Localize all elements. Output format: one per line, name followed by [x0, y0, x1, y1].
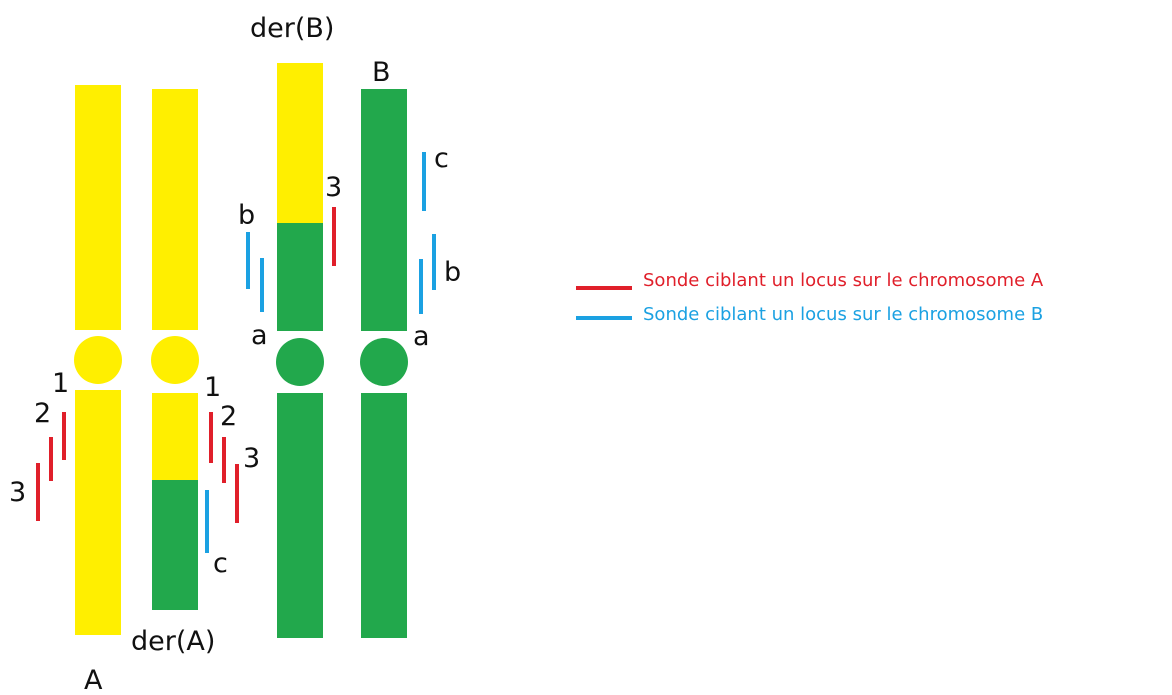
chromosome-der-b-p-arm-a-segment	[277, 63, 323, 223]
chromosome-der-b-p-arm-b-segment	[277, 223, 323, 331]
legend: Sonde ciblant un locus sur le chromosome…	[576, 270, 1044, 325]
chromosome-a-centromere	[74, 336, 122, 384]
probes-chromosome-der-a: 1 2 3 c	[204, 372, 260, 579]
chromosome-a-q-arm	[75, 390, 121, 635]
probes-chromosome-a: 1 2 3	[9, 368, 69, 521]
legend-text-probe-b: Sonde ciblant un locus sur le chromosome…	[643, 304, 1043, 325]
probes-chromosome-b: c b a	[413, 143, 461, 352]
probe-label-b-on-der-b: b	[238, 200, 255, 231]
chromosome-a	[74, 85, 122, 635]
probe-label-a-on-der-b: a	[251, 320, 268, 351]
probe-label-2-on-der-a: 2	[220, 401, 237, 432]
probe-label-a-on-b: a	[413, 321, 430, 352]
chromosome-b	[360, 89, 408, 638]
chromosome-b-p-arm	[361, 89, 407, 331]
chromosome-b-q-arm	[361, 393, 407, 638]
legend-text-probe-a: Sonde ciblant un locus sur le chromosome…	[643, 270, 1044, 291]
probe-label-3-on-der-a: 3	[243, 443, 260, 474]
probe-label-1-on-a: 1	[52, 368, 69, 399]
chromosome-label-der-a: der(A)	[131, 626, 215, 657]
probe-label-2-on-a: 2	[34, 398, 51, 429]
probe-label-c-on-b: c	[434, 143, 449, 174]
chromosome-der-b-centromere	[276, 338, 324, 386]
chromosome-der-a-q-arm-b-segment	[152, 480, 198, 610]
chromosome-label-b: B	[372, 57, 391, 88]
probe-label-c-on-der-a: c	[213, 548, 228, 579]
chromosome-der-a-p-arm	[152, 89, 198, 330]
chromosome-der-a	[151, 89, 199, 610]
probe-label-b-on-b: b	[444, 257, 461, 288]
probe-label-3-on-a: 3	[9, 477, 26, 508]
probe-label-1-on-der-a: 1	[204, 372, 221, 403]
chromosome-der-b	[276, 63, 324, 638]
chromosome-label-der-b: der(B)	[250, 13, 334, 44]
chromosome-a-p-arm	[75, 85, 121, 330]
probes-chromosome-der-b: b a 3	[238, 172, 342, 351]
chromosome-der-b-q-arm	[277, 393, 323, 638]
chromosome-label-a: A	[84, 665, 103, 695]
chromosome-b-centromere	[360, 338, 408, 386]
chromosome-der-a-centromere	[151, 336, 199, 384]
chromosome-der-a-q-arm-a-segment	[152, 393, 198, 480]
probe-label-3-on-der-b: 3	[325, 172, 342, 203]
